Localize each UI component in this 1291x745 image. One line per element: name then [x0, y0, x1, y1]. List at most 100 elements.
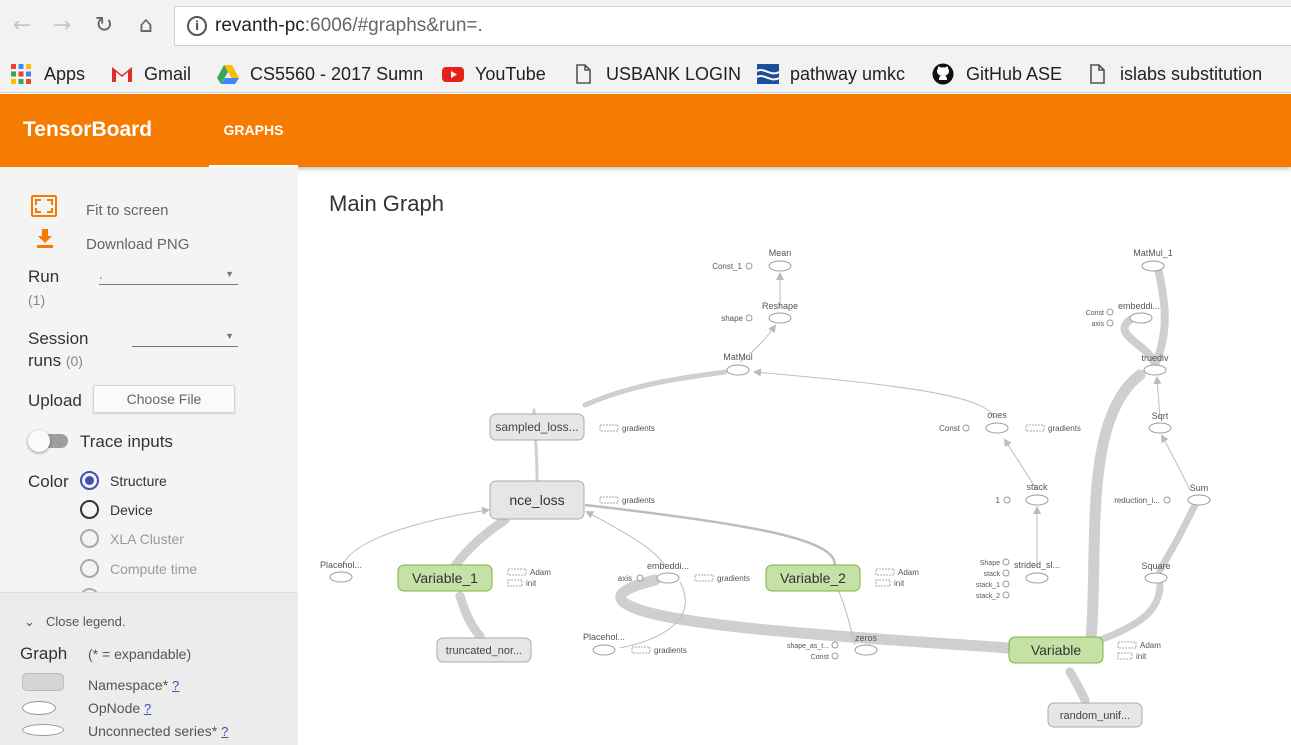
node-truncated-normal[interactable]: truncated_nor...	[436, 637, 532, 663]
svg-text:shape_as_t...: shape_as_t...	[787, 643, 829, 650]
toggle-knob[interactable]	[28, 430, 50, 452]
color-label: Color	[28, 472, 69, 491]
info-icon[interactable]: i	[187, 16, 207, 36]
svg-text:truediv: truediv	[1141, 353, 1169, 363]
page-icon	[572, 63, 594, 85]
session-label: Session	[28, 329, 89, 348]
dropdown-arrow-icon: ▼	[225, 331, 234, 341]
svg-text:gradients: gradients	[654, 646, 687, 655]
bookmark-label: Apps	[44, 63, 86, 84]
svg-text:shape: shape	[721, 314, 743, 323]
node-variable-1[interactable]: Variable_1	[397, 564, 493, 592]
download-png-button[interactable]: Download PNG	[86, 236, 190, 253]
svg-text:strided_sl...: strided_sl...	[1014, 560, 1060, 570]
svg-text:Variable: Variable	[1031, 642, 1082, 658]
graph-edges	[450, 264, 1199, 705]
svg-text:stack: stack	[1026, 482, 1048, 492]
youtube-icon	[441, 63, 464, 85]
upload-label: Upload	[28, 391, 82, 410]
svg-text:reduction_i...: reduction_i...	[1114, 496, 1160, 505]
dropdown-arrow-icon: ▼	[225, 269, 234, 279]
radio-xla-cluster[interactable]	[80, 529, 99, 548]
bookmark-label: islabs substitution	[1120, 63, 1263, 84]
svg-text:embeddi...: embeddi...	[647, 561, 689, 571]
run-select[interactable]: . ▼	[99, 267, 238, 285]
svg-text:Sqrt: Sqrt	[1152, 411, 1169, 421]
radio-structure[interactable]	[80, 471, 99, 490]
bookmark-label: USBANK LOGIN	[606, 63, 742, 84]
radio-compute-time[interactable]	[80, 559, 99, 578]
svg-text:Variable_1: Variable_1	[412, 570, 478, 586]
bookmark-pathway[interactable]: pathway umkc	[756, 61, 905, 87]
svg-text:1: 1	[996, 496, 1001, 505]
legend-panel: ⌄ Close legend. Graph (* = expandable) N…	[0, 592, 298, 745]
svg-text:Placehol...: Placehol...	[583, 632, 625, 642]
svg-text:gradients: gradients	[622, 496, 655, 505]
node-sampled-loss[interactable]: sampled_loss...	[489, 413, 585, 441]
tab-graphs[interactable]: GRAPHS	[209, 94, 298, 167]
svg-text:init: init	[526, 579, 537, 588]
bookmark-cs5560[interactable]: CS5560 - 2017 Sumn	[216, 61, 423, 87]
main-graph-title: Main Graph	[329, 191, 444, 216]
run-label: Run	[28, 267, 60, 286]
address-bar[interactable]: i revanth-pc:6006/#graphs&run=.	[174, 6, 1291, 46]
node-variable[interactable]: Variable	[1008, 636, 1104, 664]
bookmark-usbank[interactable]: USBANK LOGIN	[572, 61, 741, 87]
bookmark-label: Gmail	[144, 63, 192, 84]
node-random-uniform[interactable]: random_unif...	[1047, 702, 1143, 728]
session-runs-label: runs (0)	[28, 351, 83, 370]
choose-file-button[interactable]: Choose File	[93, 385, 235, 413]
svg-text:stack_2: stack_2	[976, 593, 1000, 600]
bookmark-label: YouTube	[475, 63, 546, 84]
svg-text:Adam: Adam	[530, 568, 551, 577]
svg-text:Const: Const	[811, 654, 829, 661]
namespace-swatch	[22, 673, 64, 691]
home-icon[interactable]: ⌂	[139, 13, 153, 38]
op-nodes	[329, 260, 1211, 656]
svg-text:Placehol...: Placehol...	[320, 560, 362, 570]
svg-text:Adam: Adam	[1140, 641, 1161, 650]
github-icon	[932, 63, 954, 85]
svg-text:ones: ones	[987, 410, 1007, 420]
legend-unconnected: Unconnected series* ?	[88, 723, 229, 739]
bookmark-gmail[interactable]: Gmail	[110, 61, 191, 87]
back-arrow-icon[interactable]: ←	[12, 13, 32, 38]
fit-to-screen-icon[interactable]	[31, 195, 57, 217]
close-legend-button[interactable]: Close legend.	[46, 614, 126, 629]
radio-structure-label: Structure	[110, 473, 167, 489]
radio-device[interactable]	[80, 500, 99, 519]
legend-opnode: OpNode ?	[88, 700, 152, 716]
browser-toolbar: ← → ↻ ⌂ i revanth-pc:6006/#graphs&run=.	[0, 0, 1291, 55]
bookmark-github[interactable]: GitHub ASE	[932, 61, 1062, 87]
trace-inputs-label: Trace inputs	[80, 432, 173, 451]
reload-icon[interactable]: ↻	[94, 13, 114, 38]
chevron-down-icon[interactable]: ⌄	[24, 614, 35, 629]
node-variable-2[interactable]: Variable_2	[765, 564, 861, 592]
apps-grid-icon	[10, 63, 32, 85]
bookmark-apps[interactable]: Apps	[10, 61, 85, 87]
download-icon[interactable]	[34, 227, 56, 249]
svg-text:Variable_2: Variable_2	[780, 570, 846, 586]
svg-text:init: init	[894, 579, 905, 588]
bookmark-islabs[interactable]: islabs substitution	[1086, 61, 1262, 87]
fit-to-screen-button[interactable]: Fit to screen	[86, 202, 169, 219]
bookmark-youtube[interactable]: YouTube	[441, 61, 546, 87]
graph-canvas[interactable]: sampled_loss... nce_loss Variable_1 trun…	[298, 167, 1291, 745]
opnode-swatch	[22, 701, 56, 715]
svg-text:stack_1: stack_1	[976, 582, 1000, 589]
url-text[interactable]: revanth-pc:6006/#graphs&run=.	[215, 15, 483, 36]
op-labels: Mean Const_1 Reshape shape MatMul Placeh…	[320, 248, 1208, 661]
svg-text:nce_loss: nce_loss	[509, 492, 564, 508]
graph-thin-edges	[341, 272, 1191, 649]
svg-text:init: init	[1136, 652, 1147, 661]
forward-arrow-icon[interactable]: →	[52, 13, 72, 38]
svg-text:MatMul: MatMul	[723, 352, 753, 362]
session-runs-select[interactable]: ▼	[132, 329, 238, 347]
svg-text:truncated_nor...: truncated_nor...	[446, 645, 522, 657]
svg-text:random_unif...: random_unif...	[1060, 710, 1130, 722]
run-count: (1)	[28, 292, 46, 308]
const-nodes	[636, 262, 1171, 660]
bookmarks-bar: Apps Gmail CS5560 - 2017 Sumn YouTube US…	[0, 55, 1291, 93]
node-nce-loss[interactable]: nce_loss	[489, 480, 585, 520]
svg-text:gradients: gradients	[622, 424, 655, 433]
